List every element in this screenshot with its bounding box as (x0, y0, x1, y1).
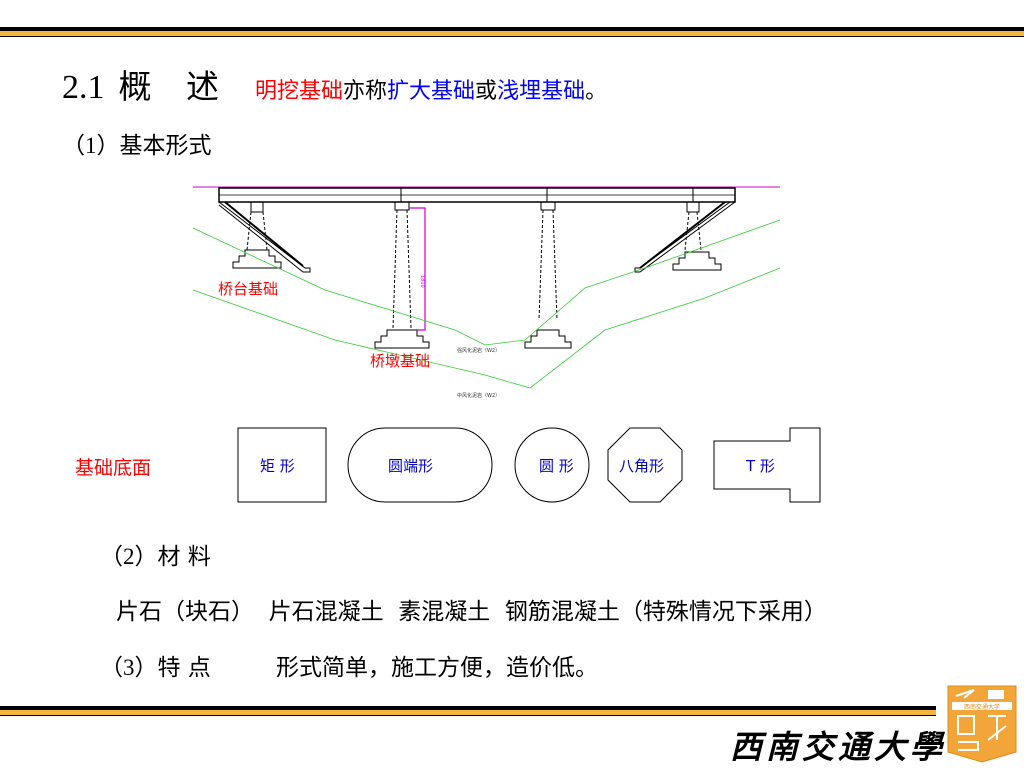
materials-list: 片石（块石） 片石混凝土 素混凝土 钢筋混凝土（特殊情况下采用） (116, 599, 827, 625)
label-abutment-foundation: 桥台基础 (218, 280, 279, 298)
section-number: 2.1 (62, 69, 105, 106)
section-heading: 概 述 (118, 67, 231, 106)
svg-text:中风化泥岩（W2）: 中风化泥岩（W2） (457, 392, 500, 399)
svg-text:西南交通大学: 西南交通大学 (964, 703, 1000, 711)
label-pier-foundation: 桥墩基础 (370, 352, 431, 370)
foundation-shapes (237, 427, 821, 503)
slide-title: 2.1 概 述 明挖基础亦称扩大基础或浅埋基础。 (62, 60, 607, 108)
section2-heading: （2）材 料 (100, 544, 211, 570)
title-description: 明挖基础亦称扩大基础或浅埋基础。 (255, 79, 608, 104)
shapes-row-label: 基础底面 (75, 457, 152, 479)
svg-text:1810: 1810 (419, 275, 425, 288)
shape-label-circle: 圆 形 (539, 457, 574, 475)
svg-text:强风化泥岩（W2）: 强风化泥岩（W2） (457, 347, 500, 354)
bridge-diagram: 1810 强风化泥岩（W2） 中风化泥岩（W2） (192, 186, 781, 399)
shape-label-rectangle: 矩 形 (260, 457, 295, 475)
shape-label-octagon: 八角形 (619, 457, 665, 475)
university-name-calligraphy: 西南交通大學 (730, 728, 947, 766)
features-text: 形式简单，施工方便，造价低。 (276, 655, 598, 681)
shape-label-t-shape: T 形 (746, 457, 775, 475)
shape-label-round-end: 圆端形 (388, 457, 434, 475)
section3-heading: （3）特 点 (100, 655, 211, 681)
section1-heading: （1）基本形式 (62, 133, 212, 159)
university-logo: 西南交通大学 (947, 685, 1017, 763)
